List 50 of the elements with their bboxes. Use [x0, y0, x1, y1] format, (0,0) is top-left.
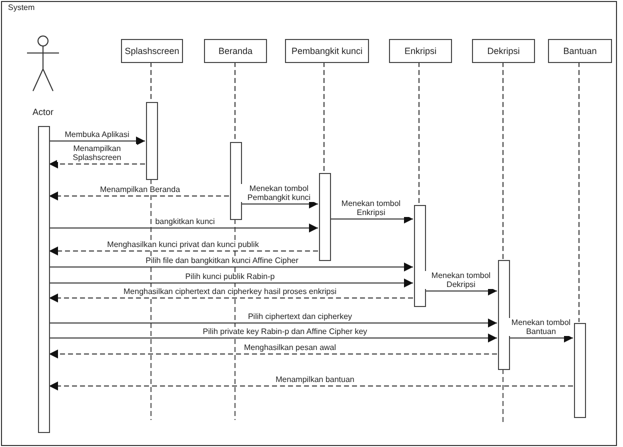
message-label: Menekan tombol Pembangkit kunci: [241, 184, 317, 202]
message-label: Membuka Aplikasi: [64, 130, 130, 139]
message-arrow: [330, 214, 414, 224]
lifeline: [578, 62, 580, 322]
message-label: Pilih private key Rabin-p dan Affine Cipher key: [202, 327, 368, 336]
message-arrow: [48, 136, 146, 146]
message-arrow: [48, 246, 318, 256]
message-label: Pilih kunci publik Rabin-p: [184, 272, 276, 281]
message-arrow: [48, 334, 498, 342]
message-arrow: [48, 192, 230, 200]
message-label: Menekan tombol Bantuan: [509, 318, 573, 336]
lifeline: [418, 62, 420, 204]
message-label: bangkitkan kunci: [154, 217, 216, 226]
lifeline-header: Dekripsi: [472, 39, 535, 63]
message-arrow: [424, 286, 498, 296]
message-arrow: [48, 294, 414, 302]
message-arrow: [240, 200, 318, 208]
frame-title: System: [8, 3, 35, 12]
activation-bar: [414, 205, 426, 307]
message-label: Menghasilkan pesan awal: [242, 343, 338, 352]
lifeline: [150, 62, 152, 102]
message-arrow: [48, 160, 146, 168]
activation-bar: [574, 323, 586, 418]
message-arrow: [48, 382, 574, 390]
lifeline-header: Enkripsi: [389, 39, 452, 63]
activation-bar: [230, 142, 242, 220]
activation-bar: [319, 173, 331, 261]
message-label: Menampilkan Splashscreen: [57, 144, 137, 162]
message-arrow: [48, 278, 414, 288]
lifeline: [234, 62, 236, 142]
message-arrow: [48, 350, 498, 358]
activation-bar: [146, 102, 158, 180]
message-label: Menampilkan bantuan: [274, 375, 356, 384]
message-label: Pilih file dan bangkitkan kunci Affine Cipher: [144, 256, 300, 265]
lifeline-header: Pembangkit kunci: [285, 39, 369, 63]
lifeline-header: Bantuan: [548, 39, 612, 63]
message-label: Menampilkan Beranda: [98, 185, 182, 194]
activation-bar: [38, 126, 50, 433]
message-label: Menghasilkan kunci privat dan kunci publik: [106, 240, 260, 249]
message-arrow: [48, 224, 318, 232]
message-label: Pilih ciphertext dan cipherkey: [246, 312, 354, 321]
lifeline-header: Beranda: [204, 39, 267, 63]
message-arrow: [48, 262, 414, 272]
message-arrow: [48, 318, 498, 328]
activation-bar: [498, 260, 510, 370]
message-arrow: [508, 334, 574, 342]
message-label: Menghasilkan ciphertext dan cipherkey hasil proses enkripsi: [122, 287, 338, 296]
lifeline-header: Splashscreen: [121, 39, 183, 63]
actor-label: Actor: [31, 107, 54, 117]
lifeline: [502, 62, 504, 260]
